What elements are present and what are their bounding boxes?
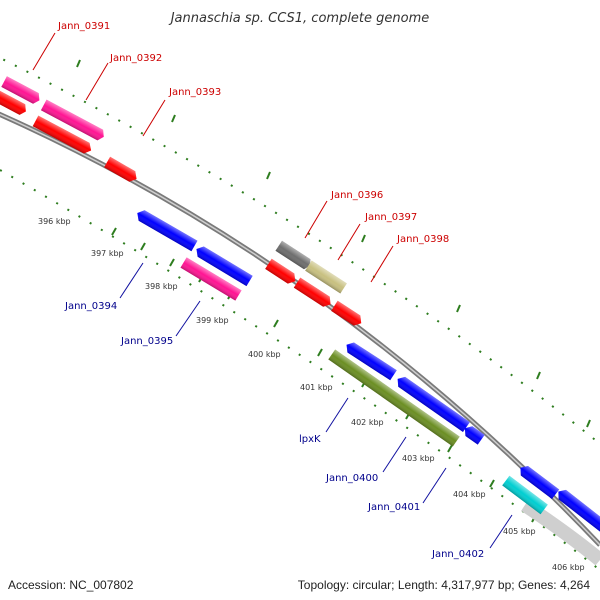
gene-jann-0402[interactable] <box>502 475 548 515</box>
topology-text: Topology: circular; Length: 4,317,977 bp… <box>297 578 590 592</box>
reverse-leader-lines <box>119 262 513 549</box>
scale-403kbp: 403 kbp <box>402 454 435 463</box>
scale-398kbp: 398 kbp <box>145 282 178 291</box>
gene-jann-0401[interactable] <box>461 423 485 445</box>
gene-red-2[interactable] <box>32 115 94 156</box>
label-jann-0391[interactable]: Jann_0391 <box>57 21 110 32</box>
gene-lpxk[interactable] <box>328 349 460 447</box>
label-jann-0397[interactable]: Jann_0397 <box>364 212 417 223</box>
gene-blue-7[interactable] <box>555 487 600 534</box>
forward-gene-labels: Jann_0391 Jann_0392 Jann_0393 Jann_0396 … <box>57 21 449 245</box>
gene-blue-2[interactable] <box>193 244 253 287</box>
reverse-strand-genes <box>134 208 600 534</box>
reverse-gene-labels: Jann_0394 Jann_0395 lpxK Jann_0400 Jann_… <box>64 301 484 560</box>
inner-tick-ring <box>0 169 600 571</box>
scale-399kbp: 399 kbp <box>196 316 229 325</box>
gene-jann-0396[interactable] <box>275 240 313 271</box>
major-ticks <box>76 59 591 523</box>
label-jann-0400[interactable]: Jann_0400 <box>325 473 378 484</box>
scale-404kbp: 404 kbp <box>453 490 486 499</box>
label-jann-0394[interactable]: Jann_0394 <box>64 301 117 312</box>
map-title: Jannaschia sp. CCS1, complete genome <box>168 11 430 26</box>
scale-labels: 396 kbp 397 kbp 398 kbp 399 kbp 400 kbp … <box>38 217 585 572</box>
scale-402kbp: 402 kbp <box>351 418 384 427</box>
label-jann-0395[interactable]: Jann_0395 <box>120 336 173 347</box>
gene-jann-0397[interactable] <box>305 260 347 294</box>
label-jann-0398[interactable]: Jann_0398 <box>396 234 449 245</box>
label-jann-0401[interactable]: Jann_0401 <box>367 502 420 513</box>
gene-red-3[interactable] <box>265 258 298 286</box>
forward-leader-lines <box>32 32 394 283</box>
gene-jann-0400[interactable] <box>394 374 470 433</box>
scale-400kbp: 400 kbp <box>248 350 281 359</box>
scale-405kbp: 405 kbp <box>503 527 536 536</box>
label-lpxk[interactable]: lpxK <box>299 434 321 445</box>
label-jann-0393[interactable]: Jann_0393 <box>168 87 221 98</box>
gene-jann-0392[interactable] <box>40 99 107 143</box>
gene-red-1[interactable] <box>0 90 29 117</box>
label-jann-0392[interactable]: Jann_0392 <box>109 53 162 64</box>
gene-jann-0394[interactable] <box>134 208 198 252</box>
label-jann-0396[interactable]: Jann_0396 <box>330 190 383 201</box>
gene-jann-0391[interactable] <box>1 76 42 105</box>
scale-397kbp: 397 kbp <box>91 249 124 258</box>
gene-jann-0393[interactable] <box>104 156 139 184</box>
forward-strand-genes <box>0 76 364 328</box>
genome-backbone-thick <box>521 499 600 566</box>
scale-406kbp: 406 kbp <box>552 563 585 572</box>
gene-jann-0395[interactable] <box>180 257 242 301</box>
scale-396kbp: 396 kbp <box>38 217 71 226</box>
label-jann-0402[interactable]: Jann_0402 <box>431 549 484 560</box>
gene-blue-6[interactable] <box>517 463 560 500</box>
gene-jann-0398[interactable] <box>331 300 364 328</box>
gene-blue-3[interactable] <box>343 340 397 381</box>
gene-red-4[interactable] <box>293 277 334 310</box>
accession-text: Accession: NC_007802 <box>8 578 134 592</box>
scale-401kbp: 401 kbp <box>300 383 333 392</box>
